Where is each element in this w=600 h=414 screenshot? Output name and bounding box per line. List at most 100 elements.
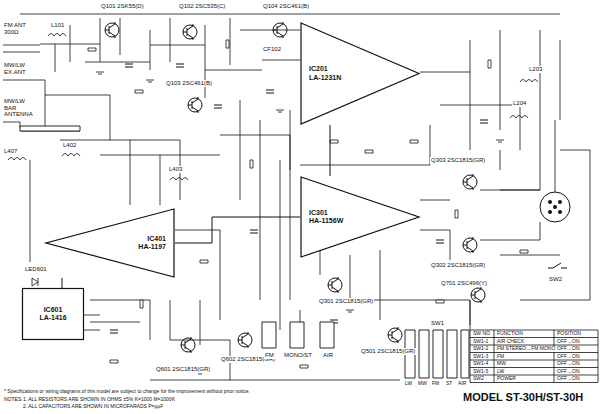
note-text: NOTES: <box>3 397 24 403</box>
transistor-symbol <box>238 332 252 348</box>
table-cell: OFF→ON <box>556 354 581 360</box>
note-text: 1. ALL RESISTORS ARE SHOWN IN OHMS ±5% K… <box>22 397 176 403</box>
transistor-symbol <box>463 174 477 190</box>
switch-position: FM <box>264 352 275 359</box>
ic-box: IC601LA-1416 <box>22 288 84 340</box>
ic-text-group: IC301HA-1156W <box>308 209 344 225</box>
jack-pins <box>548 200 562 214</box>
transistor-symbol <box>183 24 197 40</box>
table-cell: OFF→ON <box>556 339 581 345</box>
ic-border <box>46 209 174 277</box>
table-cell: SW1-5 <box>472 369 489 375</box>
ic-label: IC201 <box>308 65 342 73</box>
switch-position: ST <box>445 381 453 387</box>
coil-label: L403 <box>168 166 183 173</box>
wire <box>3 14 590 380</box>
ic-text-group: IC601LA-1416 <box>38 306 67 322</box>
part-label: Q601 2SC1815(GR) <box>155 366 211 373</box>
ic-amplifier: IC401HA-1197 <box>45 208 175 278</box>
ic-border <box>301 177 419 257</box>
switch-label: SW2 <box>548 276 563 283</box>
transistor-symbol <box>105 22 119 38</box>
led-symbol <box>32 278 38 286</box>
switch-position: AIR <box>322 352 334 359</box>
table-cell: SW2 <box>472 376 485 382</box>
coil-label: L402 <box>62 142 77 149</box>
output-jack <box>540 192 570 222</box>
transistor-symbol <box>388 327 402 343</box>
switch-position: FM <box>431 381 440 387</box>
ic-border <box>23 289 84 340</box>
table-cell: OFF→ON <box>556 346 581 352</box>
part-label: LED601 <box>24 266 48 273</box>
part-label: Q302 2SC1815(GR) <box>430 262 486 269</box>
part-label: Q101 2SK55(D) <box>100 3 145 10</box>
transistor-symbol <box>463 237 477 253</box>
part-label: Q701 2SC496(Y) <box>440 280 488 287</box>
bar-antenna <box>20 126 80 131</box>
coil-label: L407 <box>3 148 18 155</box>
table-cell: OFF→ON <box>556 369 581 375</box>
signal-connector <box>175 217 300 243</box>
ic-amplifier: IC201LA-1231N <box>300 22 420 125</box>
ic-label: IC601 <box>38 306 67 314</box>
table-cell: OFF→ON <box>556 376 581 382</box>
signal-connector <box>62 278 63 288</box>
transistor-symbol <box>471 287 485 303</box>
table-cell: SW1-2 <box>472 346 489 352</box>
switch-position: MW <box>417 381 428 387</box>
table-cell: OFF→ON <box>556 361 581 367</box>
switch-position: MONO/ST <box>283 352 313 359</box>
ic-label: LA-1231N <box>308 74 342 82</box>
part-label: Q104 2SC461(B) <box>262 3 310 10</box>
table-cell: MW <box>496 361 507 367</box>
transistor-symbol <box>181 337 195 353</box>
part-label: Q303 2SC1815(GR) <box>430 157 486 164</box>
part-label: Q103 2SC461(B) <box>165 80 213 87</box>
table-cell: LW <box>496 369 505 375</box>
table-header: POSITION <box>556 331 582 337</box>
terminal-label: MW/LW EX.ANT <box>3 62 35 75</box>
terminal-label: MW/LW BAR ANTENNA <box>3 98 39 118</box>
ic-border <box>301 23 419 124</box>
coil-label: L203 <box>528 66 543 73</box>
note-text: 2. ALL CAPACITORS ARE SHOWN IN MICROFARA… <box>22 404 164 410</box>
table-cell: FM STEREO→FM MONO <box>496 346 556 352</box>
filter-label: CF102 <box>262 46 282 53</box>
ic-label: IC301 <box>308 209 344 217</box>
switch-position: AIR <box>457 381 467 387</box>
transistor-symbol <box>188 97 202 113</box>
table-cell: AIR CHECK <box>496 339 525 345</box>
model-title: MODEL ST-30H/ST-30H <box>462 391 584 403</box>
ic-text-group: IC401HA-1197 <box>137 235 167 251</box>
power-switch-symbol <box>548 263 567 268</box>
table-cell: POWER <box>496 376 517 382</box>
coil-symbol <box>8 34 538 181</box>
table-cell: SW1-4 <box>472 361 489 367</box>
ic-label: LA-1416 <box>38 314 67 322</box>
ic-label: IC401 <box>137 235 167 243</box>
terminal-label: FM ANT 300Ω <box>3 22 29 35</box>
capacitor-symbol <box>110 64 488 333</box>
coil-label: L101 <box>50 22 65 29</box>
switch-table-grid <box>470 330 598 383</box>
ic-amplifier: IC301HA-1156W <box>300 176 420 258</box>
note-text: * Specifications or wiring diagrams of t… <box>3 389 251 395</box>
transistor-symbol <box>273 22 287 38</box>
part-label: Q301 2SC1815(GR) <box>318 298 374 305</box>
slide-switch <box>262 322 469 378</box>
transistor-symbol <box>328 277 342 293</box>
part-label: Q501 2SC1815(GR) <box>360 348 416 355</box>
signal-connector <box>330 125 331 176</box>
ic-text-group: IC201LA-1231N <box>308 65 342 81</box>
switch-label: SW1 <box>430 320 445 327</box>
table-header: SW NO. <box>472 331 492 337</box>
table-cell: SW1-3 <box>472 354 489 360</box>
table-cell: SW1-1 <box>472 339 489 345</box>
ic-label: HA-1156W <box>308 217 344 225</box>
ic-label: HA-1197 <box>137 243 167 251</box>
coil-label: L204 <box>512 100 527 107</box>
switch-position: LW <box>404 381 413 387</box>
table-cell: FM <box>496 354 505 360</box>
